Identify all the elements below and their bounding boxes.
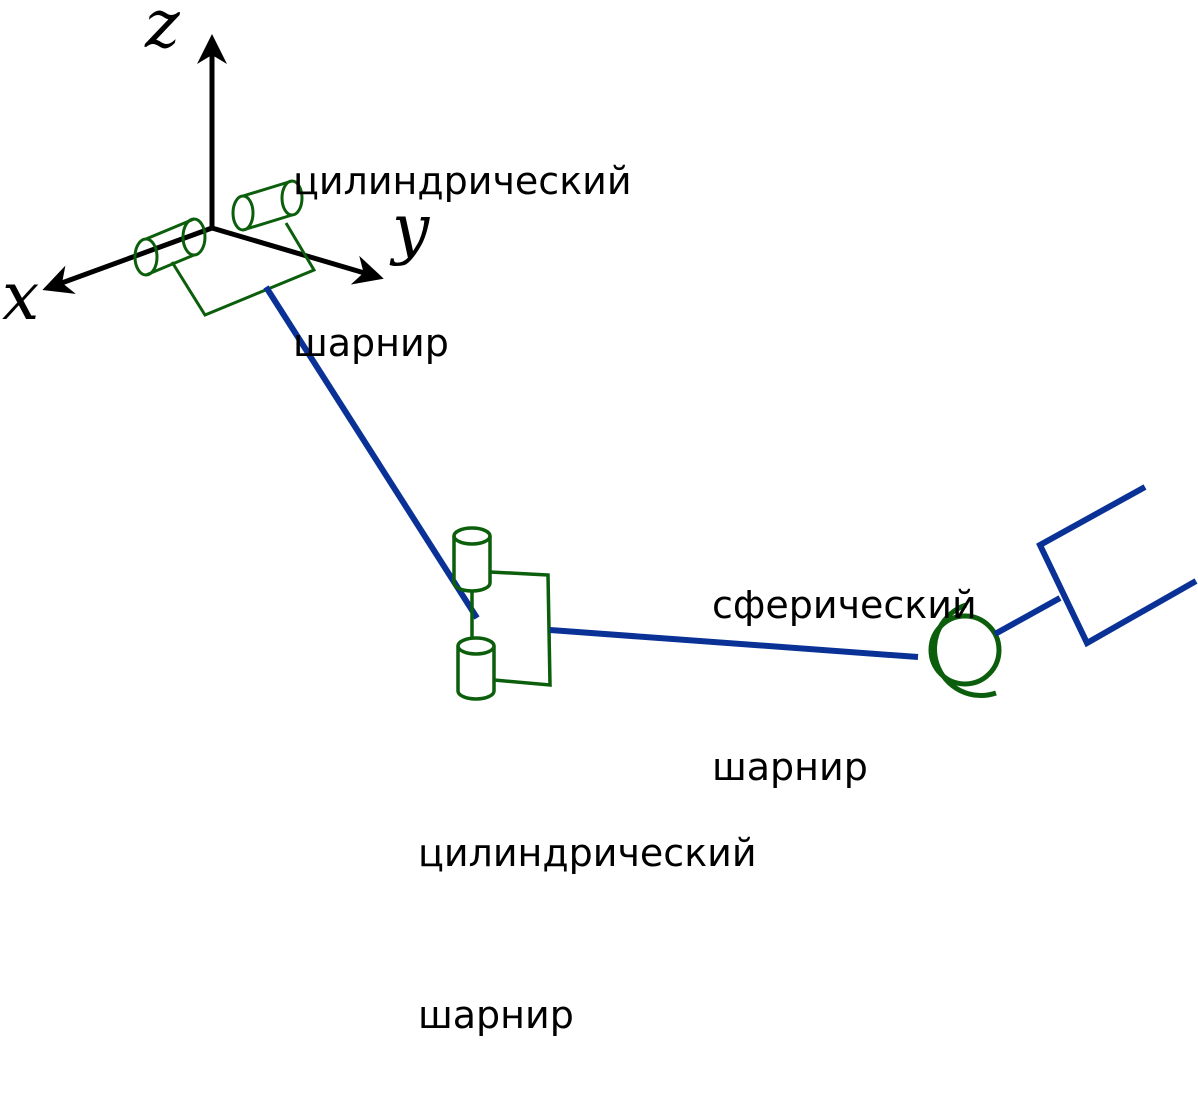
top-joint-label-line-2: шарнир	[293, 321, 449, 365]
middle-joint-label-line-1: цилиндрический	[418, 831, 757, 875]
link-1	[263, 285, 480, 620]
z-axis-label: z	[145, 0, 180, 63]
gripper	[993, 484, 1198, 648]
x-axis-label: x	[2, 258, 40, 335]
middle-joint-label-line-2: шарнир	[418, 993, 574, 1037]
coordinate-axes	[42, 34, 384, 294]
spherical-joint-label-line-1: сферический	[712, 583, 977, 627]
link-2	[549, 627, 919, 660]
mechanism-diagram	[42, 34, 1198, 701]
x-axis	[42, 225, 213, 294]
middle-cylindrical-joint	[452, 526, 552, 701]
middle-joint-label: цилиндрический шарнир	[418, 718, 757, 1096]
spherical-joint-label: сферический шарнир	[712, 470, 977, 848]
top-joint-label: цилиндрический шарнир	[293, 46, 632, 424]
spherical-joint-label-line-2: шарнир	[712, 745, 868, 789]
top-cylindrical-joint	[133, 179, 317, 317]
y-axis-label: y	[392, 190, 430, 267]
spherical-joint	[928, 602, 1002, 698]
top-joint-label-line-1: цилиндрический	[293, 159, 632, 203]
y-axis	[211, 225, 384, 285]
